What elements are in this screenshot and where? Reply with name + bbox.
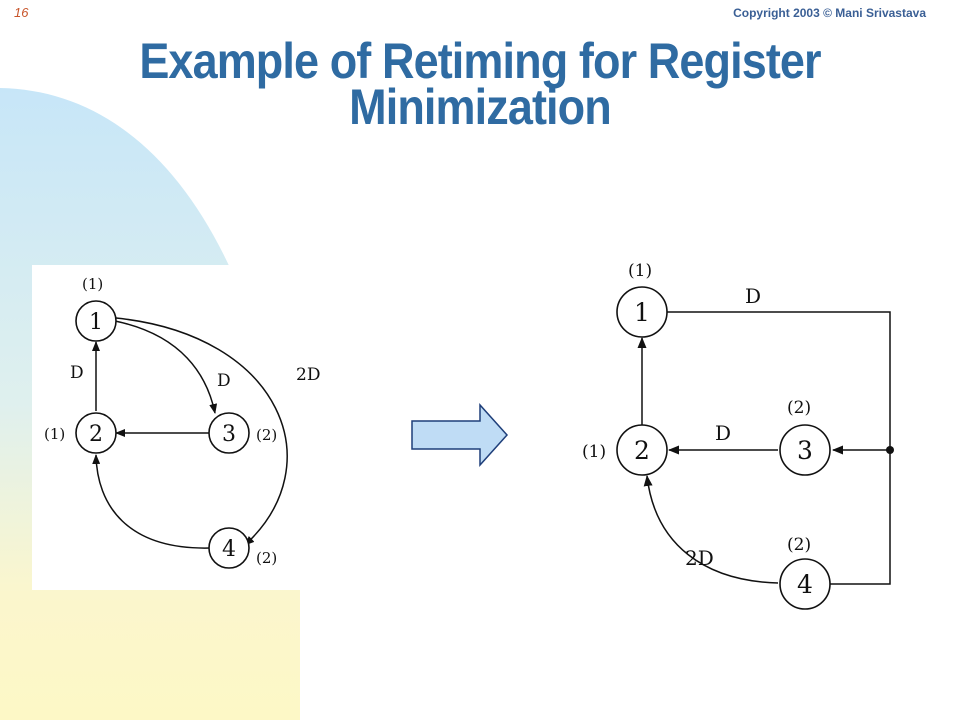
retimed-graph: 1 2 3 4 (1) (1) (2) (2) D D 2D [582, 261, 894, 610]
node-4 [208, 527, 250, 569]
edge-4-2-delay: 2D [685, 546, 714, 570]
node-1-label: 1 [89, 310, 103, 335]
edge-1-delay: D [745, 284, 761, 308]
node-2-label: 2 [89, 422, 103, 447]
edge-1-4-delay: 2D [296, 365, 320, 385]
transform-arrow-icon [411, 403, 509, 467]
retimed-graph-panel: 1 2 3 4 (1) (1) (2) (2) D D 2D [565, 245, 925, 625]
edge-1-3-delay: D [217, 371, 231, 391]
slide-number: 16 [14, 5, 29, 20]
node-1-label: 1 [634, 298, 650, 327]
node-2-weight: (1) [582, 442, 606, 462]
node-4-weight: (2) [256, 549, 277, 567]
node-2 [75, 412, 117, 454]
edge-1-to-3 [114, 320, 218, 414]
node-3-label: 3 [797, 436, 813, 465]
edge-4-to-2 [643, 475, 779, 584]
edge-3-2-delay: D [715, 421, 731, 445]
node-3-weight: (2) [787, 398, 811, 418]
node-3 [779, 424, 831, 476]
node-3 [208, 412, 250, 454]
copyright-notice: Copyright 2003 © Mani Srivastava [733, 6, 926, 20]
original-graph-panel: 1 2 3 4 (1) (1) (2) (2) D D 2D [32, 265, 362, 590]
junction-dot [886, 446, 894, 454]
node-2 [616, 424, 668, 476]
node-1-weight: (1) [82, 275, 103, 293]
node-3-label: 3 [222, 422, 236, 447]
original-graph: 1 2 3 4 (1) (1) (2) (2) D D 2D [44, 275, 320, 569]
title-line-2: Minimization [349, 79, 612, 135]
node-1-weight: (1) [628, 261, 652, 281]
node-4-weight: (2) [787, 535, 811, 555]
node-4-label: 4 [797, 570, 813, 599]
node-4 [779, 558, 831, 610]
edge-1-to-4 [115, 317, 288, 546]
edge-1-feedback [667, 311, 891, 589]
node-1 [75, 300, 117, 342]
node-1 [616, 286, 668, 338]
edge-2-1-delay: D [70, 363, 84, 383]
node-3-weight: (2) [256, 426, 277, 444]
node-2-label: 2 [634, 436, 650, 465]
node-4-label: 4 [222, 537, 236, 562]
title-line-1: Example of Retiming for Register [139, 33, 821, 89]
edge-4-to-2 [92, 454, 211, 549]
slide-title: Example of Retiming for Register Minimiz… [75, 33, 885, 135]
node-2-weight: (1) [44, 425, 65, 443]
